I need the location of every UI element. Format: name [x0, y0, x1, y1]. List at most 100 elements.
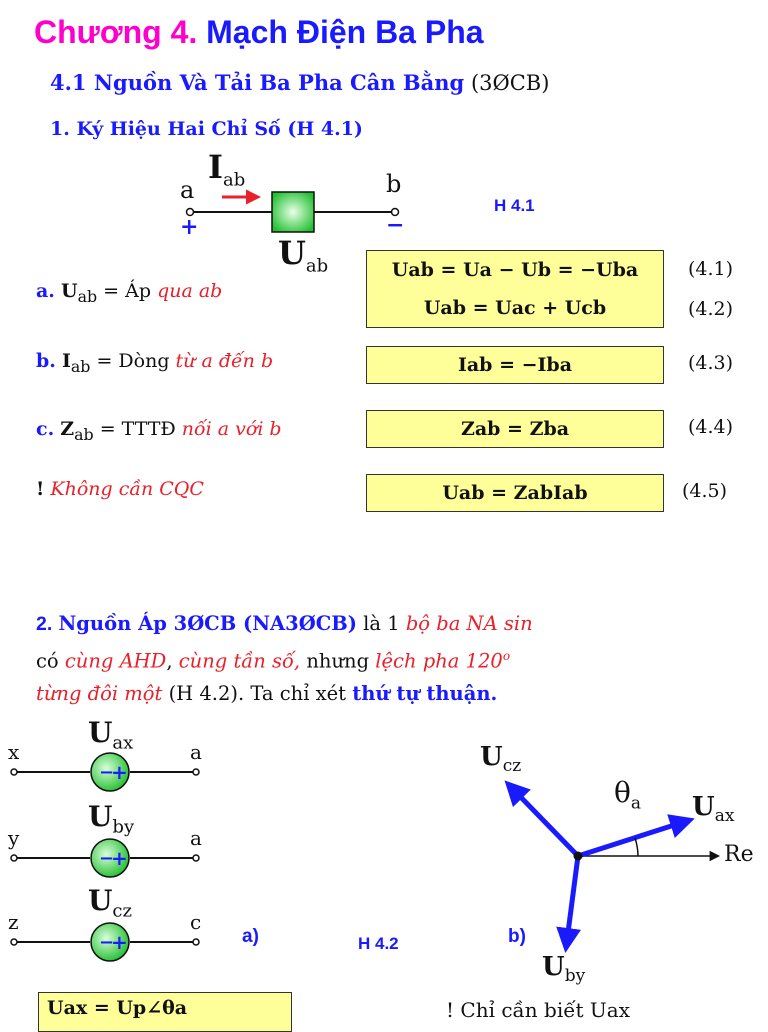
- fig42-caption: H 4.2: [358, 934, 399, 953]
- fig41-node-a: a: [180, 176, 195, 204]
- phasor-uax: [577, 814, 695, 859]
- phasor-uax-sub: ax: [714, 806, 735, 827]
- sub2-i5: từng đôi một: [36, 681, 163, 705]
- chapter-prefix: Chương 4.: [34, 14, 198, 50]
- svg-text:−: −: [99, 932, 114, 953]
- eq-43: Iab = −Iba: [457, 354, 573, 376]
- source-cz-right: c: [190, 910, 202, 934]
- source-ax-label: Uax: [88, 716, 133, 754]
- theta-symbol: θ: [614, 776, 631, 809]
- eq-43-number: (4.3): [688, 352, 734, 374]
- item-a: a. Uab = Áp qua ab: [36, 280, 222, 306]
- sub2-t4: nhưng: [300, 649, 376, 673]
- item-b-lead: b.: [36, 350, 56, 372]
- sub2-b1: thứ tự thuận.: [352, 681, 498, 705]
- item-b-sub: ab: [70, 356, 91, 376]
- eq-45-number: (4.5): [682, 480, 728, 502]
- eq-box-45: Uab = ZabIab: [366, 474, 664, 512]
- sub2-number: 2.: [36, 613, 53, 635]
- eq-box-bottom: Uax = Up∠θa: [38, 992, 292, 1032]
- source-ax-symbol: U: [88, 716, 113, 749]
- section-41-heading: 4.1 Nguồn Và Tải Ba Pha Cân Bằng (3ØCB): [50, 70, 549, 95]
- sub2-t2: có: [36, 649, 65, 673]
- sub2-t1: là 1: [356, 612, 406, 635]
- item-c-symbol: Z: [60, 418, 75, 440]
- fig41-caption: H 4.1: [494, 196, 535, 215]
- sub1-heading: 1. Ký Hiệu Hai Chỉ Số (H 4.1): [50, 118, 363, 140]
- bottom-note: ! Chỉ cần biết Uax: [446, 998, 630, 1022]
- item-note-lead: !: [36, 478, 45, 500]
- fig41-current-label: Iab: [208, 148, 245, 190]
- eq-44: Zab = Zba: [460, 418, 570, 440]
- phasor-uby-sub: by: [564, 966, 586, 987]
- phasor-ucz: [504, 780, 580, 858]
- fig41-node-b: b: [386, 170, 402, 198]
- eq-45: Uab = ZabIab: [442, 482, 588, 504]
- eq-42-number: (4.2): [688, 298, 734, 320]
- phasor-ucz-label: Ucz: [480, 742, 521, 776]
- item-note-italic: Không cần CQC: [50, 478, 204, 500]
- fig41-minus: −: [386, 212, 405, 238]
- phasor-uby-label: Uby: [542, 952, 585, 986]
- fig41-voltage-sub: ab: [305, 255, 329, 277]
- phasor-ucz-symbol: U: [480, 742, 503, 772]
- eq-42: Uab = Uac + Ucb: [423, 297, 607, 319]
- theta-label: θa: [614, 776, 641, 814]
- phasor-uby-symbol: U: [542, 952, 565, 982]
- source-ax-right: a: [190, 740, 202, 764]
- eq-box-41-42: Uab = Ua − Ub = −Uba Uab = Uac + Ucb: [366, 250, 664, 328]
- source-ax: − +: [10, 752, 200, 792]
- phasor-uax-symbol: U: [692, 792, 715, 822]
- eq-44-number: (4.4): [688, 416, 734, 438]
- fig41-voltage-symbol: U: [278, 234, 306, 272]
- svg-text:+: +: [111, 760, 128, 784]
- sub2-title: Nguồn Áp 3ØCB (NA3ØCB): [58, 612, 357, 635]
- eq-box-44: Zab = Zba: [366, 410, 664, 448]
- section-41-title: 4.1 Nguồn Và Tải Ba Pha Cân Bằng: [50, 70, 465, 95]
- source-by-left: y: [8, 826, 20, 850]
- sub2-t3: ,: [166, 649, 179, 673]
- item-a-lead: a.: [36, 280, 55, 302]
- item-b: b. Iab = Dòng từ a đến b: [36, 350, 273, 376]
- phasor-ucz-sub: cz: [502, 756, 522, 777]
- svg-text:+: +: [111, 846, 128, 870]
- item-a-sub: ab: [77, 286, 98, 306]
- fig42-label-a: a): [242, 926, 259, 947]
- source-cz-left: z: [8, 910, 19, 934]
- source-by-symbol: U: [88, 800, 113, 833]
- item-c-sub: ab: [74, 424, 94, 444]
- eq-box-43: Iab = −Iba: [366, 346, 664, 384]
- item-c: c. Zab = TTTĐ nối a với b: [36, 418, 282, 444]
- svg-text:−: −: [99, 762, 114, 783]
- item-b-symbol: I: [61, 350, 71, 372]
- sub2-i1: bộ ba NA sin: [405, 612, 533, 635]
- sub2-i3: cùng tần số,: [178, 649, 301, 673]
- fig42-label-b: b): [508, 926, 526, 947]
- sub2-i2: cùng AHD: [64, 649, 167, 673]
- sub2-t5: (H 4.2). Ta chỉ xét: [162, 681, 353, 705]
- sub2-i4: lệch pha 120: [375, 649, 503, 673]
- theta-arc: [634, 837, 639, 857]
- svg-text:+: +: [111, 930, 128, 954]
- fig41-current-symbol: I: [208, 148, 223, 186]
- theta-sub: a: [630, 793, 641, 814]
- re-axis-label: Re: [724, 842, 754, 867]
- item-a-text: = Áp: [97, 280, 158, 302]
- source-by-right: a: [190, 826, 202, 850]
- fig41-current-sub: ab: [222, 169, 246, 191]
- eq-bottom: Uax = Up∠θa: [47, 997, 188, 1019]
- item-a-symbol: U: [60, 280, 78, 302]
- section-41-suffix: (3ØCB): [470, 71, 550, 95]
- sub2-paragraph: 2. Nguồn Áp 3ØCB (NA3ØCB) là 1 bộ ba NA …: [36, 608, 736, 710]
- item-b-text: = Dòng: [90, 350, 176, 372]
- eq-41-number: (4.1): [688, 258, 734, 280]
- fig41-plus: +: [180, 214, 199, 240]
- svg-text:−: −: [99, 848, 114, 869]
- source-cz-label: Ucz: [88, 884, 132, 922]
- source-cz: − +: [10, 922, 200, 962]
- item-c-lead: c.: [36, 418, 55, 440]
- item-note: ! Không cần CQC: [36, 478, 204, 500]
